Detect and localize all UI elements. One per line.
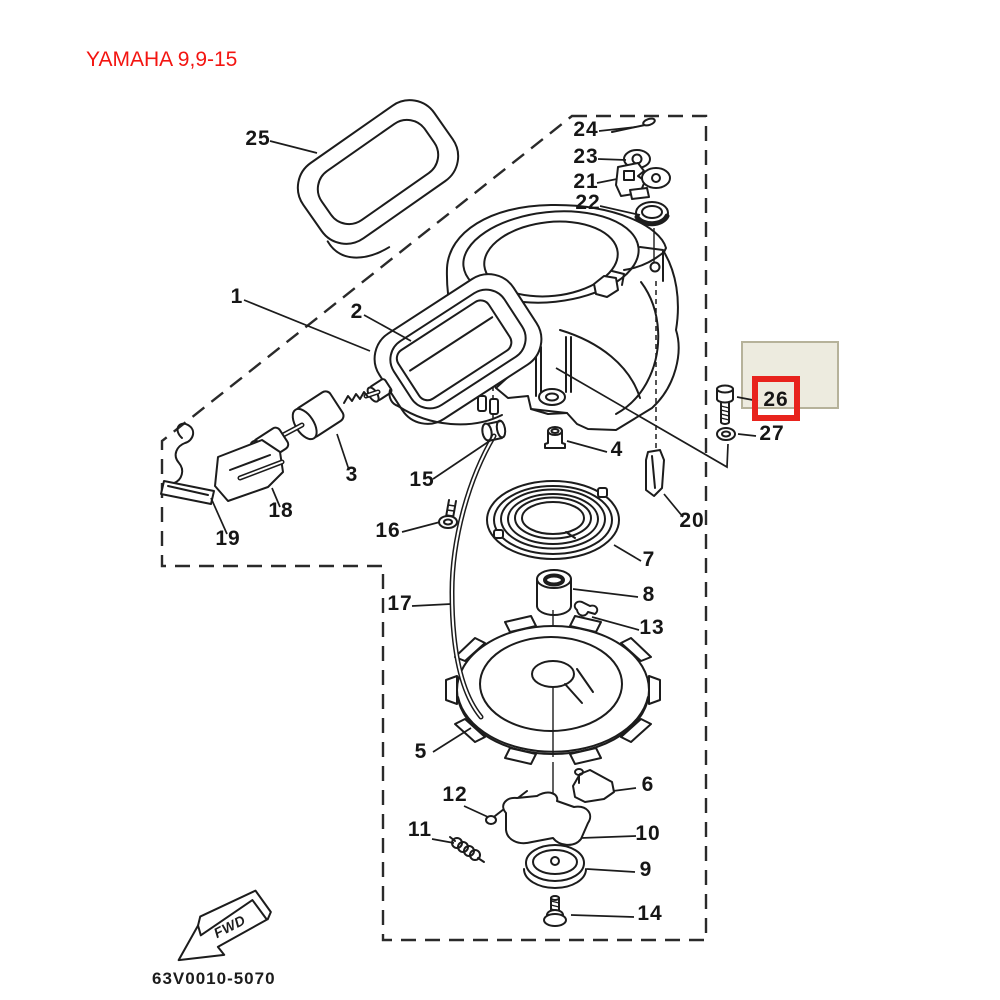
part-label-22[interactable]: 22 <box>575 191 600 214</box>
part-label-3[interactable]: 3 <box>346 463 359 486</box>
part-label-12[interactable]: 12 <box>442 783 467 806</box>
leader-lines <box>210 126 759 918</box>
part-label-15[interactable]: 15 <box>409 468 434 491</box>
part-label-11[interactable]: 11 <box>408 818 432 841</box>
part-label-10[interactable]: 10 <box>635 822 660 845</box>
part-16-screw <box>438 499 458 529</box>
part-14-bolt <box>543 895 567 927</box>
part-label-9[interactable]: 9 <box>640 858 653 881</box>
page-title: YAMAHA 9,9-15 <box>86 48 237 71</box>
part-label-2[interactable]: 2 <box>351 300 364 323</box>
part-label-7[interactable]: 7 <box>643 548 656 571</box>
part-label-24[interactable]: 24 <box>573 118 598 141</box>
part-20-pawl <box>645 449 665 497</box>
highlight-box[interactable] <box>752 376 800 421</box>
part-label-26[interactable]: 26 <box>763 388 788 411</box>
part-21-latch <box>615 162 671 200</box>
part-4-bushing <box>544 426 566 449</box>
part-25-gasket <box>296 99 460 259</box>
part-8-bushing <box>536 569 572 616</box>
part-label-1[interactable]: 1 <box>231 285 244 308</box>
part-13-clip <box>573 600 599 617</box>
part-10-drive-plate <box>502 762 592 846</box>
part-22-bushing-ring <box>634 201 670 227</box>
part-label-25[interactable]: 25 <box>245 127 270 150</box>
part-19-wire-clip <box>160 422 215 505</box>
part-number-labels: 1234567891011121314151617181920212223242… <box>215 118 788 925</box>
part-label-21[interactable]: 21 <box>573 170 598 193</box>
part-label-14[interactable]: 14 <box>637 902 662 925</box>
part-6-pawl-link <box>572 768 615 803</box>
part-label-23[interactable]: 23 <box>573 145 598 168</box>
part-7-recoil-spring <box>486 480 620 560</box>
part-17-rope <box>449 433 497 720</box>
part-label-5[interactable]: 5 <box>415 740 428 763</box>
part-label-27[interactable]: 27 <box>759 422 784 445</box>
diagram-code: 63V0010-5070 <box>152 969 276 988</box>
part-label-19[interactable]: 19 <box>215 527 240 550</box>
part-label-4[interactable]: 4 <box>611 438 624 461</box>
part-27-washer <box>716 427 736 441</box>
boundary-dashed-outline <box>160 114 708 942</box>
part-26-bolt <box>716 384 734 425</box>
part-5-pulley <box>445 610 661 765</box>
part-label-16[interactable]: 16 <box>375 519 400 542</box>
part-label-8[interactable]: 8 <box>643 583 656 606</box>
part-label-6[interactable]: 6 <box>642 773 655 796</box>
part-9-friction-dome <box>523 844 587 889</box>
part-label-20[interactable]: 20 <box>679 509 704 532</box>
part-label-18[interactable]: 18 <box>268 499 293 522</box>
part-label-17[interactable]: 17 <box>387 592 412 615</box>
part-label-13[interactable]: 13 <box>639 616 664 639</box>
part-2-starter-handle <box>366 273 543 426</box>
part-18-handle-anchor <box>214 439 285 502</box>
